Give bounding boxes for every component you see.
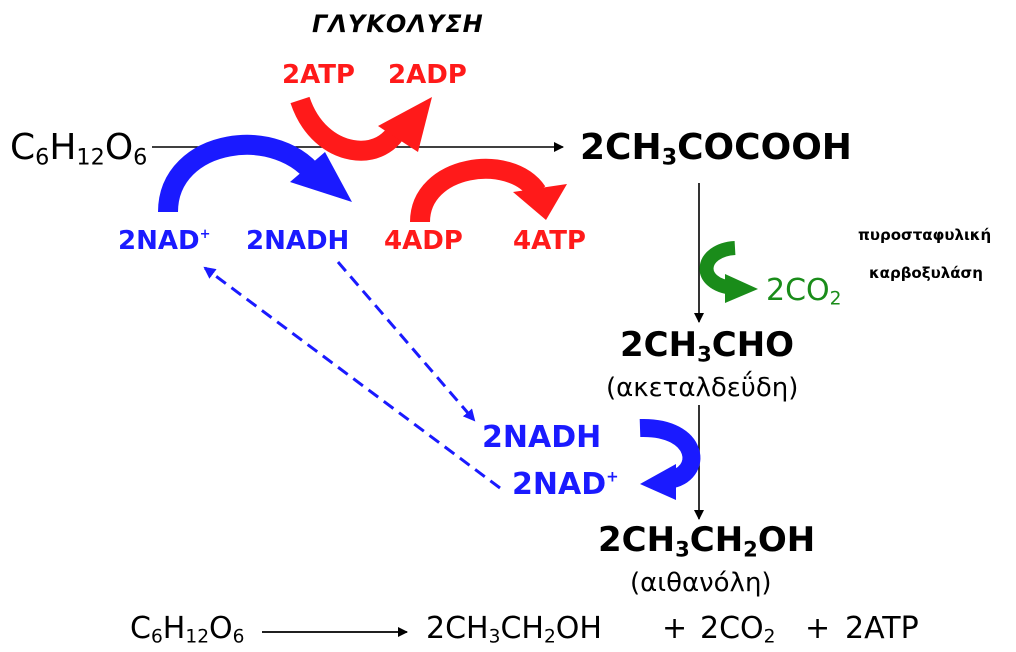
nad-to-nadh-arc-arrow (158, 134, 352, 213)
overall-ethanol-formula: 2CH3CH2OH (426, 611, 602, 648)
atp-input-label: 2ATP (282, 60, 355, 90)
ethanol-formula: 2CH3CH2OH (598, 520, 816, 562)
nadh-label-top: 2NADH (246, 226, 350, 256)
overall-plus-1: + (662, 611, 688, 646)
adp-input-label: 4ADP (384, 226, 463, 256)
nad-return-dashed-arrow (203, 266, 501, 490)
atp-output-label: 4ATP (513, 226, 586, 256)
glycolysis-title: ΓΛΥΚΟΛΥΣΗ (312, 10, 484, 38)
adp-output-label: 2ADP (388, 60, 467, 90)
nadh-to-nad-arc-arrow (639, 418, 701, 500)
nad-plus-label-top: 2NAD+ (118, 226, 211, 256)
overall-plus-2: + (805, 611, 831, 646)
co2-release-arc-arrow (699, 241, 758, 303)
nadh-transfer-dashed-arrow (336, 261, 476, 422)
co2-label: 2CO2 (766, 273, 842, 310)
overall-co2-formula: 2CO2 (700, 611, 776, 648)
overall-atp: 2ATP (845, 611, 919, 646)
ethanol-name: (αιθανόλη) (630, 568, 772, 598)
acetaldehyde-formula: 2CH3CHO (620, 325, 795, 367)
nad-plus-label-bottom: 2NAD+ (512, 467, 619, 502)
pyruvate-decarboxylase-line1: πυροσταφυλική (858, 226, 992, 244)
atp-to-adp-arc-arrow (290, 96, 432, 161)
pyruvate-decarboxylase-line2: καρβοξυλάση (869, 264, 983, 282)
nadh-label-bottom: 2NADH (482, 420, 602, 455)
acetaldehyde-name: (ακεταλδεΰδη) (606, 373, 799, 403)
overall-glucose-formula: C6H12O6 (130, 611, 245, 648)
glucose-formula: C6H12O6 (10, 127, 148, 171)
adp-to-atp-arc-arrow (410, 158, 567, 223)
pyruvate-formula: 2CH3COCOOH (580, 127, 852, 171)
